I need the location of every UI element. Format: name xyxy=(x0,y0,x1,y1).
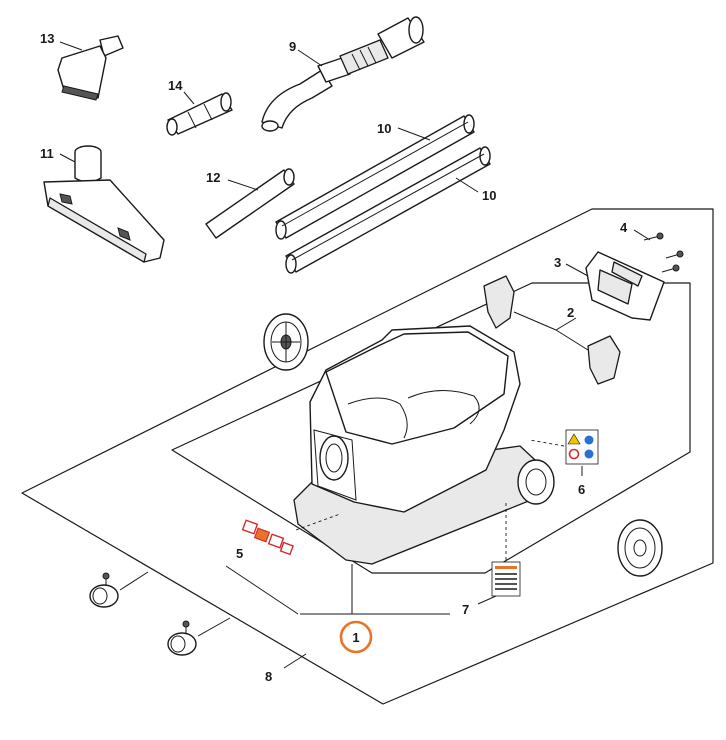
label-10-lower: 10 xyxy=(482,188,496,203)
wheel-left[interactable] xyxy=(263,313,309,371)
part-12-crevice-nozzle[interactable] xyxy=(205,168,295,239)
label-8: 8 xyxy=(265,669,272,684)
part-10-suction-tube-lower[interactable] xyxy=(285,146,491,274)
part-5-label-set[interactable] xyxy=(225,513,341,615)
outer-frame-8 xyxy=(21,208,714,705)
part-7-rating-plate[interactable] xyxy=(300,500,521,615)
label-11: 11 xyxy=(40,146,54,161)
part-13-upholstery-nozzle[interactable] xyxy=(57,35,124,101)
wheel-right[interactable] xyxy=(617,519,663,577)
label-13: 13 xyxy=(40,31,54,46)
label-10-upper: 10 xyxy=(377,121,391,136)
part-6-warning-labels[interactable] xyxy=(529,429,599,476)
label-6: 6 xyxy=(578,482,585,497)
part-10-suction-tube-upper[interactable] xyxy=(275,114,475,240)
label-1: 1 xyxy=(352,630,359,645)
label-7: 7 xyxy=(462,602,469,617)
label-12: 12 xyxy=(206,170,220,185)
part-8-castor-lower[interactable] xyxy=(167,617,231,656)
label-14: 14 xyxy=(168,78,183,93)
label-9: 9 xyxy=(289,39,296,54)
part-3-latch-housing[interactable] xyxy=(565,251,665,321)
inner-frame-1 xyxy=(171,282,691,574)
highlight-circle-part-1 xyxy=(339,620,373,654)
part-4-screws[interactable] xyxy=(633,229,684,273)
part-8-leader xyxy=(283,653,307,669)
part-9-suction-hose[interactable] xyxy=(261,16,425,132)
label-5: 5 xyxy=(236,546,243,561)
part-11-floor-nozzle[interactable] xyxy=(43,145,165,263)
part-14-adapter[interactable] xyxy=(166,91,233,136)
part-2-clips[interactable] xyxy=(483,275,621,385)
label-2: 2 xyxy=(567,305,574,320)
label-4: 4 xyxy=(620,220,628,235)
label-3: 3 xyxy=(554,255,561,270)
part-8-castor-upper[interactable] xyxy=(89,571,149,608)
part-1-container[interactable] xyxy=(293,325,555,614)
